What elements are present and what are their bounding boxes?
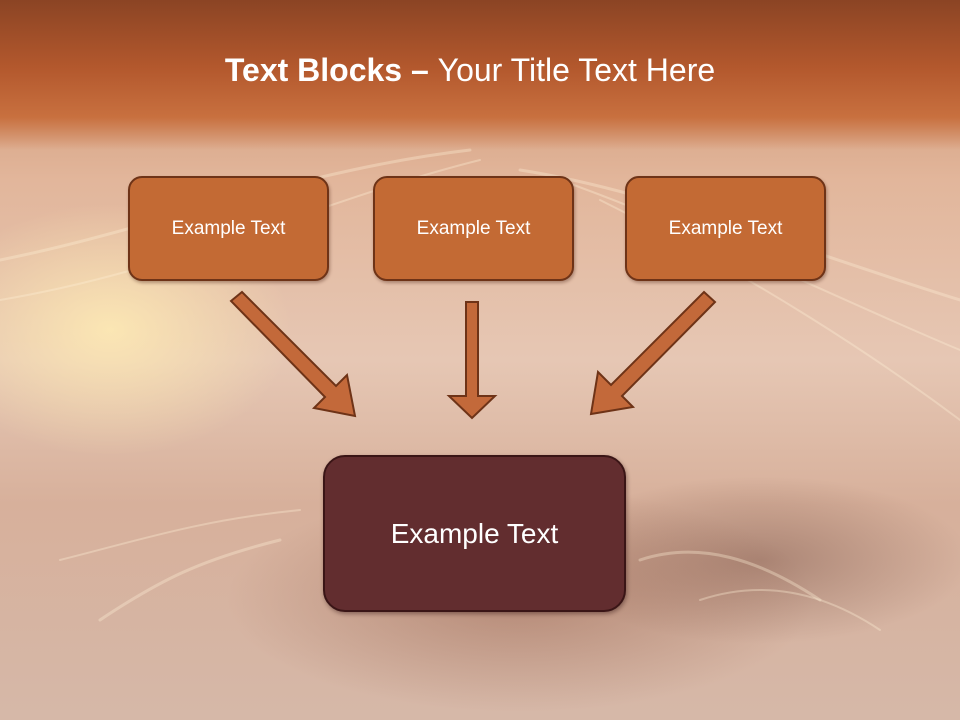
title-rest: Your Title Text Here: [437, 52, 716, 88]
title-bold: Text Blocks: [224, 52, 403, 88]
source-box-3[interactable]: Example Text: [625, 176, 826, 281]
source-box-2[interactable]: Example Text: [373, 176, 574, 281]
arrow-left-diagonal: [229, 290, 357, 418]
target-box-label: Example Text: [390, 517, 559, 549]
header-band: [0, 0, 960, 150]
slide-title: Text Blocks – Your Title Text Here: [0, 52, 940, 89]
arrow-right-diagonal: [589, 290, 717, 416]
source-box-1-label: Example Text: [171, 217, 286, 239]
title-dash: –: [402, 52, 438, 88]
source-box-3-label: Example Text: [668, 217, 783, 239]
arrow-center-down: [446, 301, 498, 420]
source-box-2-label: Example Text: [416, 217, 531, 239]
target-box[interactable]: Example Text: [323, 455, 626, 612]
source-box-1[interactable]: Example Text: [128, 176, 329, 281]
